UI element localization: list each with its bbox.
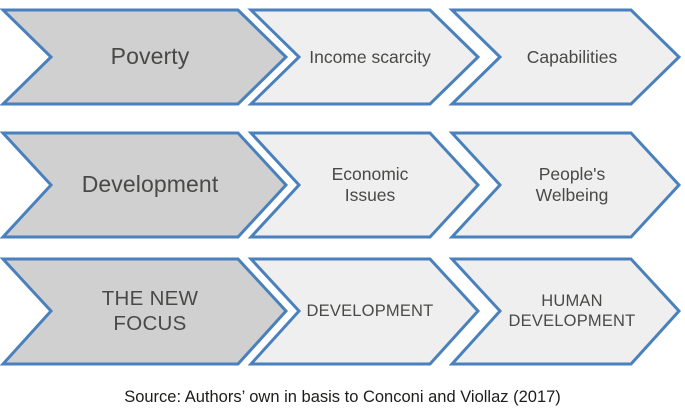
chevron-poverty[interactable] [0, 8, 289, 106]
source-caption: Source: Authors’ own in basis to Conconi… [124, 388, 561, 406]
chevron-development[interactable] [0, 131, 289, 239]
development-row [0, 131, 682, 239]
chevron-the-new-focus[interactable] [0, 257, 289, 366]
chevron-economic-issues[interactable] [247, 131, 481, 239]
chevron-development-caps[interactable] [247, 257, 481, 366]
chevron-income-scarcity[interactable] [247, 8, 481, 106]
chevron-human-development[interactable] [448, 257, 682, 366]
chevron-capabilities[interactable] [448, 8, 682, 106]
chevron-peoples-welbeing[interactable] [448, 131, 682, 239]
poverty-row [0, 8, 682, 106]
new-focus-row [0, 257, 682, 366]
